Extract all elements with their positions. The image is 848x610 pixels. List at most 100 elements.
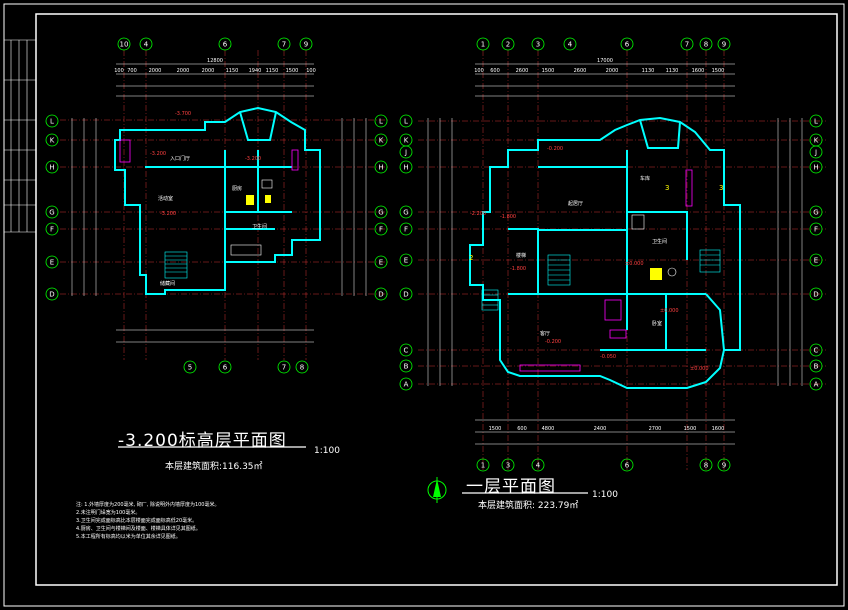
right-axis-right-10-label: A [814, 381, 819, 389]
left-axis-top-2-label: 6 [223, 41, 228, 49]
right-axis-bottom-5-label: 9 [722, 462, 726, 470]
right-dim-bottom-1: 600 [517, 426, 527, 432]
left-axis-bottom-3-bubble [295, 360, 309, 374]
left-axis-top-2-bubble [218, 37, 232, 51]
svg-text:客厅: 客厅 [540, 330, 550, 337]
left-axis-right-1-bubble [374, 133, 388, 147]
right-dim-bottom-4: 2700 [649, 426, 662, 432]
svg-text:车库: 车库 [640, 175, 650, 182]
stair-left [164, 251, 188, 279]
right-axis-bottom-0-bubble [476, 458, 490, 472]
level-marks-right: -0.200 -0.200 ±0.000 ±0.000 -1.800 -1.80… [470, 146, 709, 372]
right-axis-left-0-label: L [404, 118, 408, 126]
room-labels-left: 活动室 储藏间 入口门厅 厨房 卫生间 [158, 155, 267, 287]
svg-text:±0.000: ±0.000 [690, 366, 709, 372]
right-dim-bottom-0: 1500 [489, 426, 502, 432]
svg-text:2: 2 [469, 254, 473, 262]
svg-text:±0.000: ±0.000 [660, 308, 679, 314]
right-dim-top-9: 1500 [712, 68, 725, 74]
left-axis-right-1-label: K [379, 137, 384, 145]
left-axis-right-3-bubble [374, 205, 388, 219]
right-axis-bottom-4-label: 8 [704, 462, 708, 470]
right-axis-bottom-2-label: 4 [536, 462, 541, 470]
right-axis-right-2-bubble [809, 145, 823, 159]
right-axis-left-1-label: K [404, 137, 409, 145]
left-axis-bottom-1-bubble [218, 360, 232, 374]
left-axis-right-2-bubble [374, 160, 388, 174]
left-axis-top-0-label: 10 [120, 41, 129, 49]
left-axis-left-4-label: F [50, 226, 54, 234]
right-axis-top-0-bubble [476, 37, 490, 51]
left-axis-bottom-2-label: 7 [282, 364, 286, 372]
right-axis-left-5-bubble [399, 222, 413, 236]
right-axis-top-2-bubble [531, 37, 545, 51]
left-axis-left-1-label: K [50, 137, 55, 145]
right-dim-bottom-3: 2400 [594, 426, 607, 432]
right-axis-right-9-label: B [814, 363, 819, 371]
right-dim-top-5: 2000 [606, 68, 619, 74]
left-axis-left-3-label: G [49, 209, 54, 217]
right-axis-top-1-bubble [501, 37, 515, 51]
left-axis-right-3-label: G [378, 209, 383, 217]
right-axis-top-1-label: 2 [506, 41, 510, 49]
left-axis-top-0-bubble [117, 37, 131, 51]
plan-right-area: 本层建筑面积: 223.79㎡ [478, 501, 579, 511]
right-axis-left-0-bubble [399, 114, 413, 128]
svg-text:起居厅: 起居厅 [568, 201, 583, 207]
right-axis-left-3-bubble [399, 160, 413, 174]
svg-text:±0.000: ±0.000 [625, 261, 644, 267]
right-dim-top-1: 600 [490, 68, 500, 74]
svg-text:3: 3 [665, 184, 669, 192]
left-axis-left-0-label: L [50, 118, 54, 126]
left-dim-top-8: 1500 [286, 68, 299, 74]
right-dim-top-3: 1500 [542, 68, 555, 74]
left-axis-left-6-label: D [49, 291, 54, 299]
left-axis-right-0-bubble [374, 114, 388, 128]
dimension-lines-left [71, 63, 367, 343]
left-dim-top-9: 100 [306, 68, 316, 74]
right-axis-left-9-label: B [404, 363, 409, 371]
right-dim-top-8: 1600 [692, 68, 705, 74]
left-axis-left-5-label: E [50, 259, 54, 267]
left-axis-top-1-label: 4 [144, 41, 149, 49]
right-axis-right-2-label: J [814, 149, 817, 157]
svg-text:-3.200: -3.200 [150, 151, 166, 157]
right-axis-right-1-label: K [814, 137, 819, 145]
stairs-right [481, 249, 721, 311]
svg-text:-1.800: -1.800 [510, 266, 526, 272]
right-axis-top-4-bubble [620, 37, 634, 51]
right-axis-bottom-2-bubble [531, 458, 545, 472]
right-axis-right-6-label: E [814, 257, 818, 265]
right-axis-top-5-label: 7 [685, 41, 689, 49]
svg-text:-1.800: -1.800 [500, 214, 516, 220]
north-arrow [427, 477, 447, 503]
left-axis-left-1-bubble [45, 133, 59, 147]
svg-text:厨房: 厨房 [232, 185, 242, 192]
right-axis-left-10-label: A [404, 381, 409, 389]
svg-text:-3.700: -3.700 [175, 111, 191, 117]
left-axis-left-3-bubble [45, 205, 59, 219]
svg-text:卧室: 卧室 [652, 320, 662, 327]
right-dim-top-0: 100 [474, 68, 484, 74]
right-axis-right-0-label: L [814, 118, 818, 126]
svg-text:-3.200: -3.200 [160, 211, 176, 217]
left-axis-top-4-bubble [299, 37, 313, 51]
left-axis-left-4-bubble [45, 222, 59, 236]
left-overall-dim: 12800 [207, 58, 223, 64]
right-axis-left-3-label: H [403, 164, 408, 172]
left-axis-right-6-label: D [378, 291, 383, 299]
left-axis-top-4-label: 9 [304, 41, 308, 49]
right-axis-bottom-5-bubble [717, 458, 731, 472]
binding-strip [4, 39, 36, 233]
right-axis-top-2-label: 3 [536, 41, 540, 49]
right-axis-right-6-bubble [809, 253, 823, 267]
svg-text:入口门厅: 入口门厅 [170, 155, 190, 162]
left-axis-bottom-3-label: 8 [300, 364, 304, 372]
right-axis-top-6-bubble [699, 37, 713, 51]
right-axis-left-4-bubble [399, 205, 413, 219]
right-axis-left-9-bubble [399, 359, 413, 373]
plan-left-scale: 1:100 [314, 446, 340, 456]
